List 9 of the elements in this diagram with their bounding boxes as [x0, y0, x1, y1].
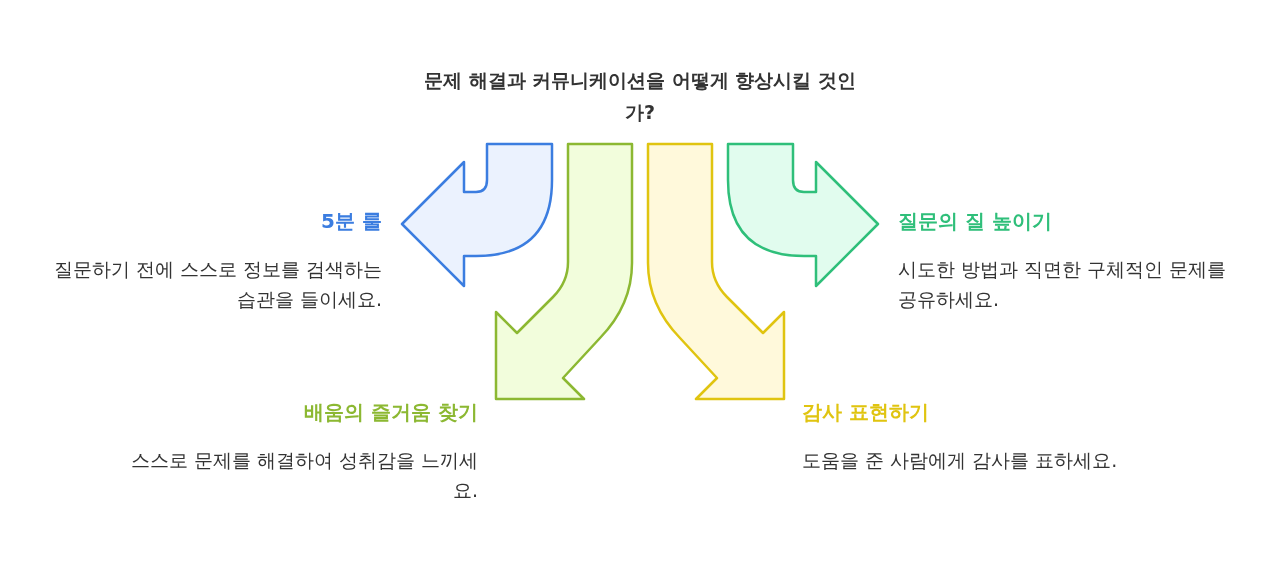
option-heading: 배움의 즐거움 찾기	[303, 399, 478, 426]
option-description: 스스로 문제를 해결하여 성취감을 느끼세요.	[129, 448, 478, 503]
option-description: 질문하기 전에 스스로 정보를 검색하는 습관을 들이세요.	[52, 257, 382, 312]
option-heading: 감사 표현하기	[802, 399, 930, 426]
option-heading: 질문의 질 높이기	[898, 208, 1053, 235]
option-description: 시도한 방법과 직면한 구체적인 문제를 공유하세요.	[898, 257, 1228, 312]
diagram-title: 문제 해결과 커뮤니케이션을 어떻게 향상시킬 것인가?	[422, 68, 858, 125]
option-description: 도움을 준 사람에게 감사를 표하세요.	[802, 448, 1119, 473]
option-heading: 5분 룰	[320, 208, 382, 235]
